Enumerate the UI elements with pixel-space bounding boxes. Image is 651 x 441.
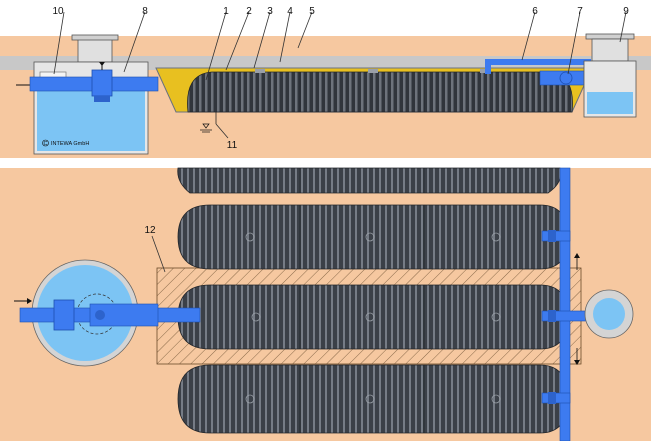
callout-11: 11 [227, 140, 238, 151]
control-shaft-riser [591, 38, 629, 62]
divider-band [0, 158, 651, 168]
callout-10: 10 [52, 6, 64, 17]
infiltration-tunnels-section [187, 69, 573, 113]
tunnel-body-section [187, 71, 573, 113]
filter-shaft-section: C INTEWA GmbH [29, 34, 159, 155]
inlet-pipe-plan [19, 299, 201, 331]
filter-housing [91, 69, 113, 97]
control-shaft-water [587, 92, 633, 114]
arrow-right-icon [14, 298, 32, 304]
copyright-symbol: C [44, 141, 48, 147]
shaft-riser [77, 37, 113, 63]
control-shaft-section [583, 33, 637, 118]
shaft-water [37, 90, 145, 151]
tunnel-row-2 [177, 204, 569, 270]
callout-3: 3 [267, 6, 273, 17]
section-view: C INTEWA GmbH [0, 11, 651, 158]
water-level-icon [200, 112, 229, 139]
callout-6: 6 [532, 6, 538, 17]
callout-1: 1 [223, 6, 229, 17]
outlet-pipe-end [559, 71, 573, 85]
arrow-up-icon [574, 253, 580, 270]
control-shaft-water-plan [593, 298, 625, 330]
callout-12: 12 [144, 225, 156, 236]
callout-9: 9 [623, 6, 629, 17]
collector-pipe-plan [541, 167, 591, 441]
watermark-text: INTEWA GmbH [51, 141, 89, 147]
copyright-icon [42, 139, 49, 147]
callout-5: 5 [309, 6, 315, 17]
tunnel-row-4 [177, 364, 569, 434]
callout-2: 2 [246, 6, 252, 17]
tunnel-row-1 [177, 167, 562, 194]
vent-pipe-elbow [485, 61, 491, 67]
callout-7: 7 [577, 6, 583, 17]
callout-4: 4 [287, 6, 293, 17]
callout-8: 8 [142, 6, 148, 17]
control-shaft-plan [584, 289, 634, 339]
tunnel-row-3 [177, 284, 569, 350]
arrow-up-icon [574, 348, 580, 365]
plan-view [0, 167, 651, 441]
